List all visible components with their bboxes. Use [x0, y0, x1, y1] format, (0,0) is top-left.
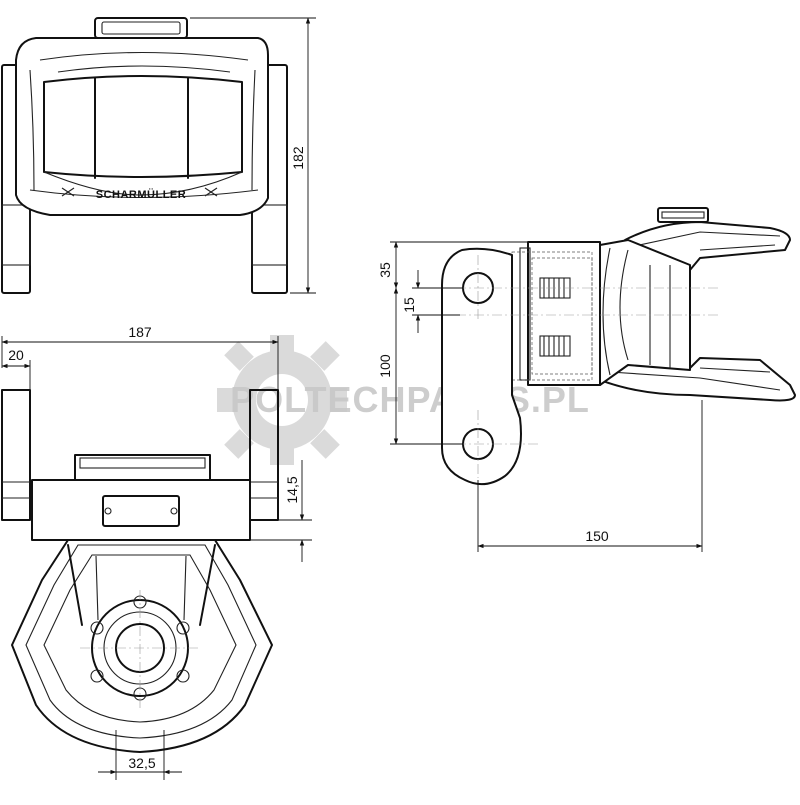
dim-width-187: 187: [128, 324, 152, 340]
dim-spacing-100: 100: [377, 354, 393, 378]
top-view: SCHARMÜLLER 182: [1, 17, 316, 294]
side-view: 35 15 100 150: [377, 207, 796, 552]
dim-height-182: 182: [290, 146, 306, 170]
watermark: POLTECHPARTS.PL: [217, 335, 589, 465]
spring-lower: [539, 335, 571, 357]
dim-offset-35: 35: [377, 262, 393, 278]
dim-length-150: 150: [585, 528, 609, 544]
dim-bore-32-5: 32,5: [128, 755, 155, 771]
dim-offset-14-5: 14,5: [284, 476, 300, 503]
front-view: 187 20 14,5: [1, 324, 312, 780]
dim-offset-15: 15: [401, 297, 417, 313]
dim-offset-20: 20: [8, 347, 24, 363]
gear-icon: [217, 335, 347, 465]
brand-label: SCHARMÜLLER: [96, 188, 186, 201]
